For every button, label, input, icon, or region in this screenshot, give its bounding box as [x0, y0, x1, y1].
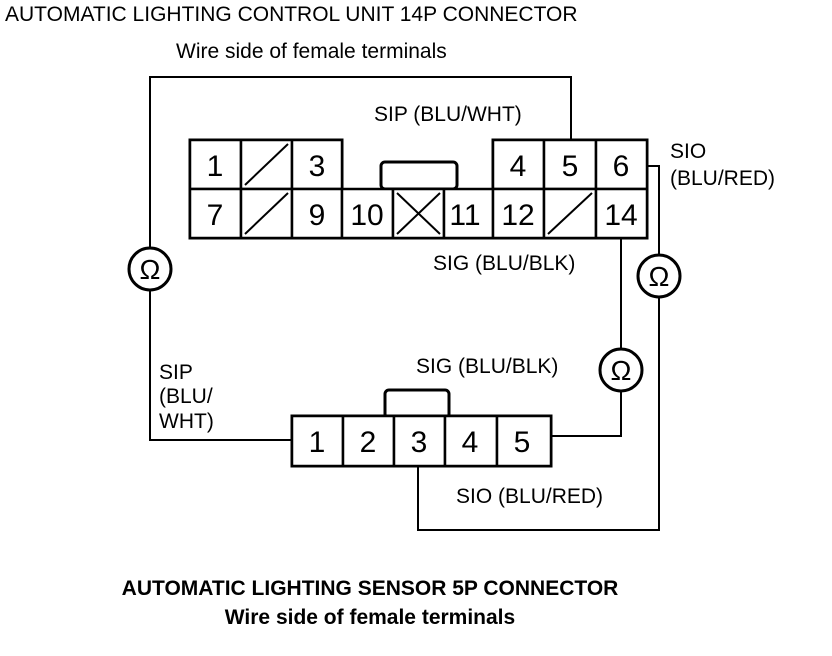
- pin-6: 6: [613, 150, 630, 183]
- pin-4: 4: [510, 150, 527, 183]
- top-connector-subtitle: Wire side of female terminals: [176, 40, 447, 63]
- sip-left-label-line2: (BLU/: [159, 385, 213, 408]
- connector-latch: [379, 160, 459, 191]
- pin-11: 11: [449, 199, 480, 232]
- sip-wire: [149, 76, 572, 248]
- ohmmeter-icon: Ω: [127, 246, 173, 292]
- pin-5: 5: [514, 426, 531, 459]
- sig-mid-label: SIG (BLU/BLK): [416, 355, 558, 378]
- pin-cell: [442, 187, 495, 240]
- pin-3: 3: [411, 426, 428, 459]
- empty-slash: [244, 192, 289, 235]
- sio-top-label-line2: (BLU/RED): [670, 167, 775, 190]
- pin-2: 2: [360, 426, 377, 459]
- pin-5: 5: [562, 150, 579, 183]
- sip-left-label-line3: WHT): [159, 410, 214, 433]
- sio-wire-lower: [417, 297, 660, 531]
- sig-top-label: SIG (BLU/BLK): [433, 252, 575, 275]
- sio-wire: [647, 165, 660, 255]
- empty-slash: [244, 143, 289, 186]
- pin-cell: [495, 414, 553, 468]
- pin-12: 12: [501, 199, 534, 232]
- ohmmeter-circle: [127, 246, 173, 292]
- sip-left-label-line1: SIP: [159, 361, 193, 384]
- pin-cell: [594, 187, 649, 240]
- ohmmeter-circle: [636, 253, 682, 299]
- ohmmeter-icon: Ω: [636, 253, 682, 299]
- top-connector-title: AUTOMATIC LIGHTING CONTROL UNIT 14P CONN…: [5, 3, 578, 26]
- pin-cell: [290, 187, 344, 240]
- sig-wire-lower: [551, 392, 622, 437]
- pin-cell: [290, 414, 345, 468]
- wires: [149, 76, 660, 531]
- pin-4: 4: [462, 426, 479, 459]
- pin-7: 7: [207, 199, 224, 232]
- pin-cell: [594, 138, 649, 191]
- bottom-connector-subtitle: Wire side of female terminals: [225, 606, 515, 629]
- bottom-5p-connector: 1 2 3 4 5: [290, 388, 553, 468]
- empty-slash: [547, 192, 593, 235]
- top-14p-connector: 1 3 4 5 6 7 9 10 11 12 14: [188, 138, 649, 240]
- sip-top-label: SIP (BLU/WHT): [374, 103, 522, 126]
- pin-1: 1: [207, 150, 224, 183]
- blocked-cross: [396, 192, 441, 235]
- sio-top-label-line1: SIO: [670, 140, 706, 163]
- ohmmeter-icon: Ω: [598, 347, 644, 393]
- pin-cell: [341, 414, 396, 468]
- pin-1: 1: [309, 426, 326, 459]
- ohm-symbol: Ω: [140, 254, 161, 285]
- connector-latch: [383, 388, 451, 420]
- pin-cell: [392, 414, 447, 468]
- pin-3: 3: [309, 150, 326, 183]
- ohm-symbol: Ω: [649, 261, 670, 292]
- sip-wire-lower: [149, 290, 292, 441]
- ohm-symbol: Ω: [611, 355, 632, 386]
- pin-9: 9: [309, 199, 326, 232]
- sio-bottom-label: SIO (BLU/RED): [456, 485, 603, 508]
- pin-14: 14: [604, 199, 637, 232]
- pin-10: 10: [350, 199, 383, 232]
- pin-cell: [542, 138, 598, 191]
- bottom-connector-title: AUTOMATIC LIGHTING SENSOR 5P CONNECTOR: [122, 577, 619, 600]
- pin-cell: [340, 187, 395, 240]
- ohmmeter-circle: [598, 347, 644, 393]
